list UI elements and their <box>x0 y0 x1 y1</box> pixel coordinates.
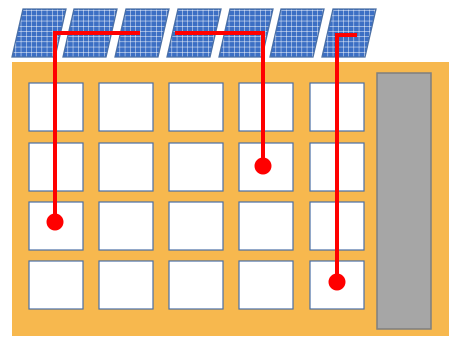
window-icon <box>169 83 223 131</box>
elevator-shaft <box>377 73 431 329</box>
window-icon <box>99 202 153 250</box>
window-icon <box>239 83 293 131</box>
dot-icon <box>47 214 64 231</box>
window-icon <box>239 202 293 250</box>
window-icon <box>99 143 153 191</box>
window-icon <box>169 261 223 309</box>
window-icon <box>29 261 83 309</box>
window-icon <box>169 143 223 191</box>
window-icon <box>99 83 153 131</box>
dot-icon <box>329 274 346 291</box>
window-icon <box>169 202 223 250</box>
dot-icon <box>255 158 272 175</box>
window-icon <box>239 261 293 309</box>
window-icon <box>99 261 153 309</box>
building-group <box>12 62 449 336</box>
